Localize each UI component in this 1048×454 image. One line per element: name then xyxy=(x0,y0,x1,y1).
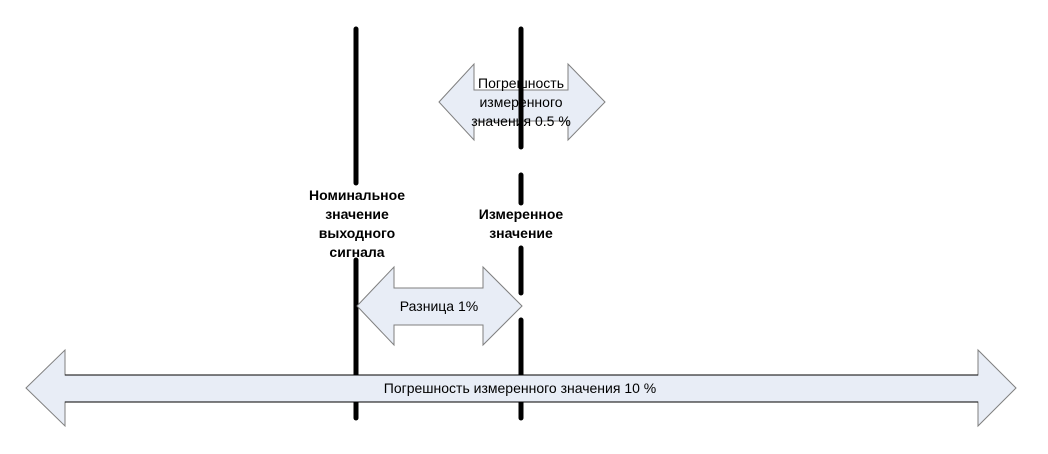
nominal-label-line: Номинальное xyxy=(309,187,405,203)
error-05-label: Погрешность измеренного значения 0.5 % xyxy=(451,74,591,131)
error-05-label-line: Погрешность xyxy=(478,75,564,91)
difference-arrow xyxy=(356,265,523,347)
error-05-label-line: измеренного xyxy=(479,94,563,110)
nominal-label-line: сигнала xyxy=(329,244,385,260)
nominal-label-line: выходного xyxy=(318,225,396,241)
measured-value-label: Измеренное значение xyxy=(451,205,591,243)
nominal-label-line: значение xyxy=(325,206,389,222)
error-10-arrow xyxy=(25,348,1017,428)
error-10-label: Погрешность измеренного значения 10 % xyxy=(383,380,657,396)
error-05-label-line: значения 0.5 % xyxy=(471,113,571,129)
difference-label: Разница 1% xyxy=(399,298,479,314)
measured-label-line: значение xyxy=(489,225,553,241)
nominal-value-label: Номинальное значение выходного сигнала xyxy=(287,186,427,262)
measured-label-line: Измеренное xyxy=(478,206,564,222)
